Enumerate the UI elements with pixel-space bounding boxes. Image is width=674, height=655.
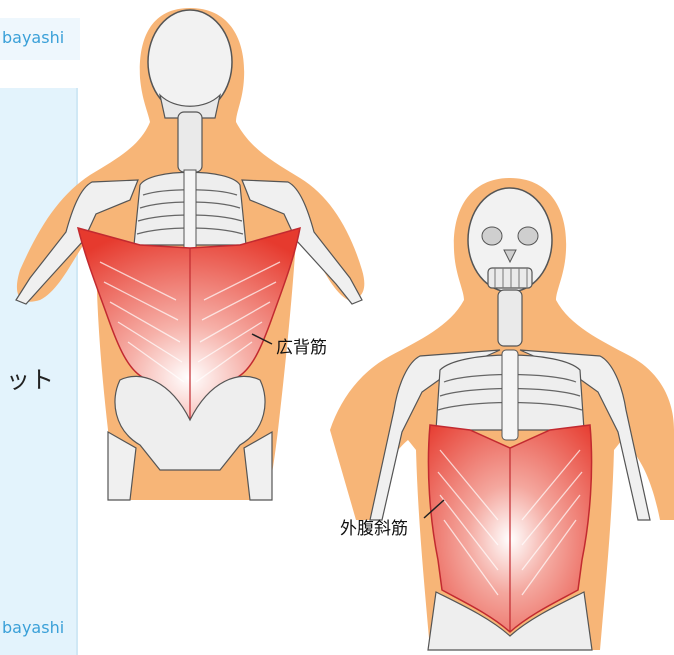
external-oblique-label: 外腹斜筋 (340, 514, 408, 539)
front-cervical-spine (498, 290, 522, 346)
back-view-figure (16, 8, 364, 500)
back-cervical-spine (178, 112, 202, 172)
latissimus-label: 広背筋 (276, 333, 327, 358)
front-view-figure (330, 178, 674, 650)
